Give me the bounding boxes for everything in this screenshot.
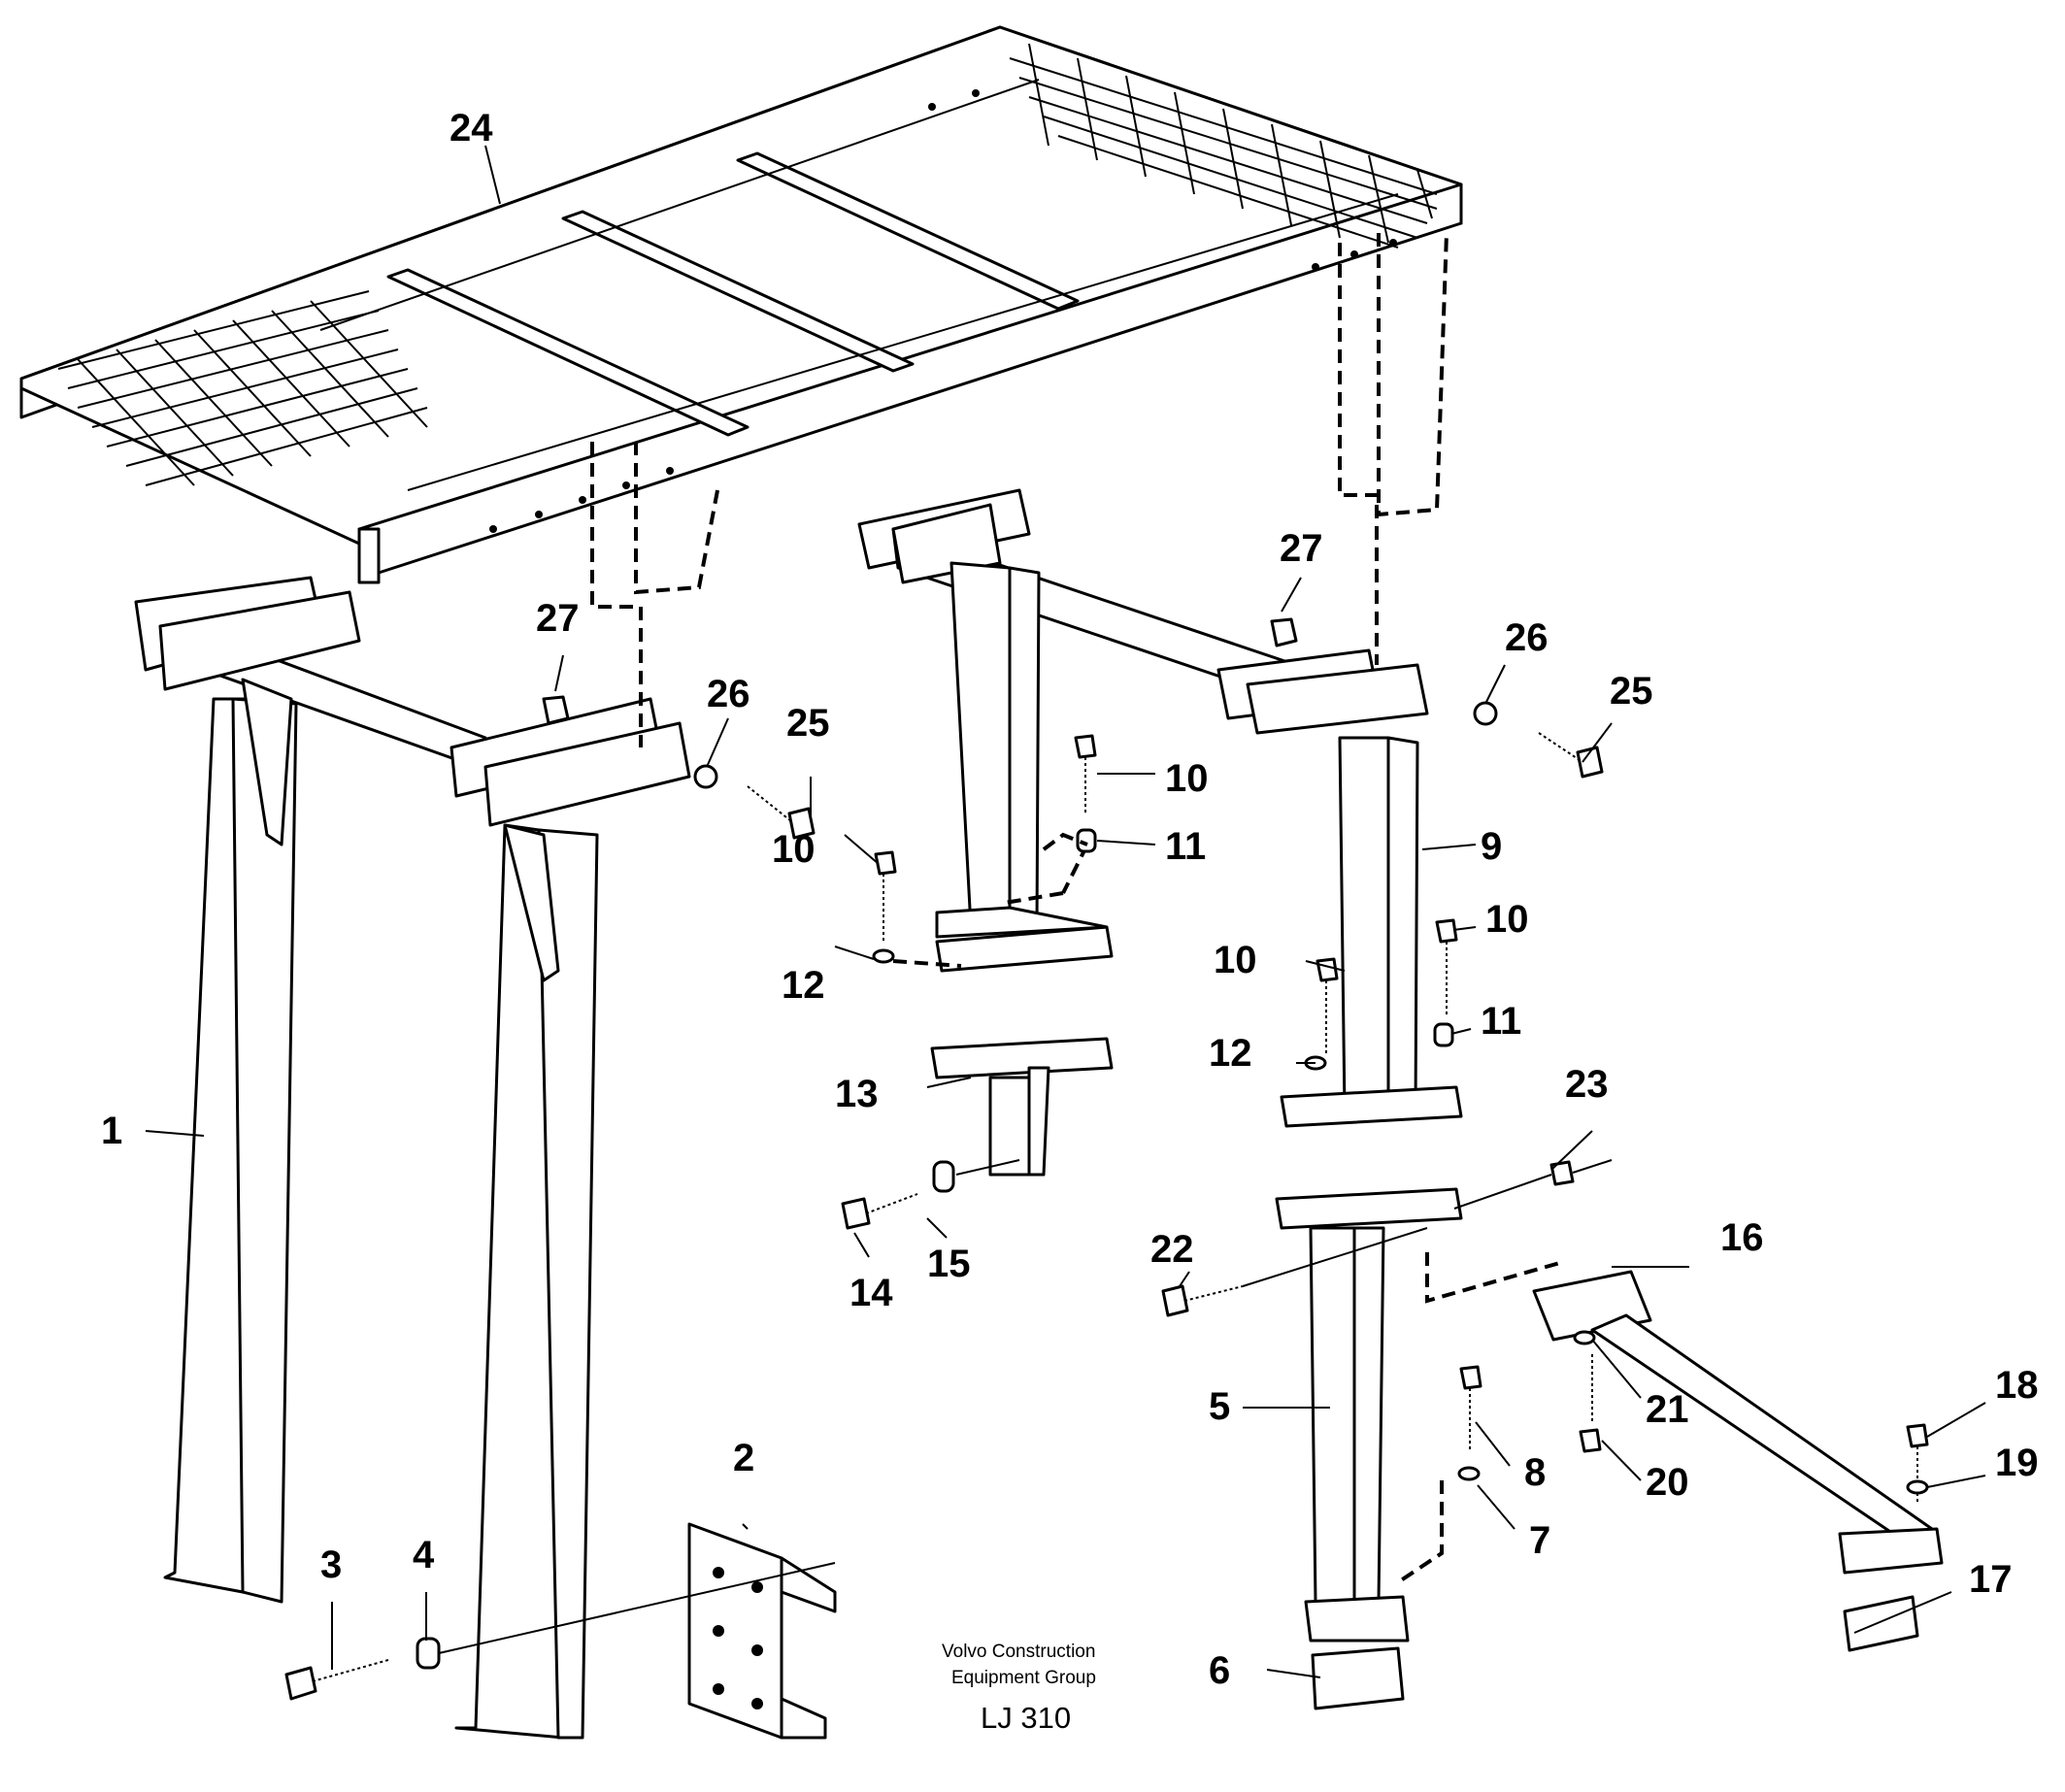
callout-11a: 11 xyxy=(1165,825,1206,868)
callout-24: 24 xyxy=(450,107,493,149)
credit-line-2: Equipment Group xyxy=(951,1668,1096,1688)
callout-7: 7 xyxy=(1529,1519,1550,1562)
callout-4: 4 xyxy=(413,1534,435,1576)
callout-10b: 10 xyxy=(772,828,816,871)
callout-11b: 11 xyxy=(1481,1000,1521,1043)
callout-5: 5 xyxy=(1209,1385,1230,1428)
callout-3: 3 xyxy=(320,1543,342,1586)
spacer-4 xyxy=(416,1637,441,1670)
callout-17: 17 xyxy=(1969,1558,2013,1601)
callout-26b: 26 xyxy=(1505,616,1549,659)
callout-8: 8 xyxy=(1524,1451,1546,1494)
middle-leg xyxy=(857,488,1317,1177)
callout-labels: 1 2 3 4 5 6 7 8 9 10 11 10 12 10 12 10 1… xyxy=(101,107,2039,1692)
credit-line-1: Volvo Construction xyxy=(942,1642,1095,1662)
drawing-code: LJ 310 xyxy=(981,1701,1071,1735)
callout-9: 9 xyxy=(1481,825,1502,868)
callout-13: 13 xyxy=(835,1073,879,1115)
callout-27b: 27 xyxy=(1280,527,1323,570)
callout-16: 16 xyxy=(1720,1216,1764,1259)
callout-10d: 10 xyxy=(1485,898,1529,941)
callout-25a: 25 xyxy=(786,702,830,745)
callout-18: 18 xyxy=(1995,1364,2039,1407)
callout-25b: 25 xyxy=(1610,670,1653,713)
callout-6: 6 xyxy=(1209,1649,1230,1692)
credit-block: Volvo Construction Equipment Group LJ 31… xyxy=(942,1642,1096,1735)
callout-23: 23 xyxy=(1565,1063,1609,1106)
bolt-14 xyxy=(841,1193,918,1230)
callout-10c: 10 xyxy=(1214,939,1257,981)
strut-16 xyxy=(1532,1270,1944,1575)
callout-20: 20 xyxy=(1646,1461,1689,1504)
platform-grating xyxy=(19,25,1463,584)
callout-22: 22 xyxy=(1150,1228,1194,1271)
bolt-3 xyxy=(284,1659,389,1701)
callout-12b: 12 xyxy=(1209,1032,1252,1075)
callout-1: 1 xyxy=(101,1110,122,1152)
callout-2: 2 xyxy=(733,1437,754,1479)
mesh-left xyxy=(57,290,428,486)
spacer-15 xyxy=(932,1160,955,1193)
callout-19: 19 xyxy=(1995,1442,2039,1484)
callout-21: 21 xyxy=(1646,1388,1689,1431)
callout-10a: 10 xyxy=(1165,757,1209,800)
assembly-paths xyxy=(590,232,1564,1584)
callout-14: 14 xyxy=(849,1272,893,1314)
foot-17 xyxy=(1843,1595,1919,1652)
callout-26a: 26 xyxy=(707,673,750,715)
right-leg-frame xyxy=(1216,648,1463,1710)
mesh-right xyxy=(1009,43,1438,249)
callout-leaders xyxy=(145,145,1986,1678)
left-leg-frame xyxy=(134,576,691,1740)
hardware xyxy=(542,617,1929,1505)
callout-12a: 12 xyxy=(782,964,825,1007)
bracket-plate xyxy=(687,1522,837,1740)
callout-27a: 27 xyxy=(536,597,580,640)
callout-15: 15 xyxy=(927,1243,971,1285)
